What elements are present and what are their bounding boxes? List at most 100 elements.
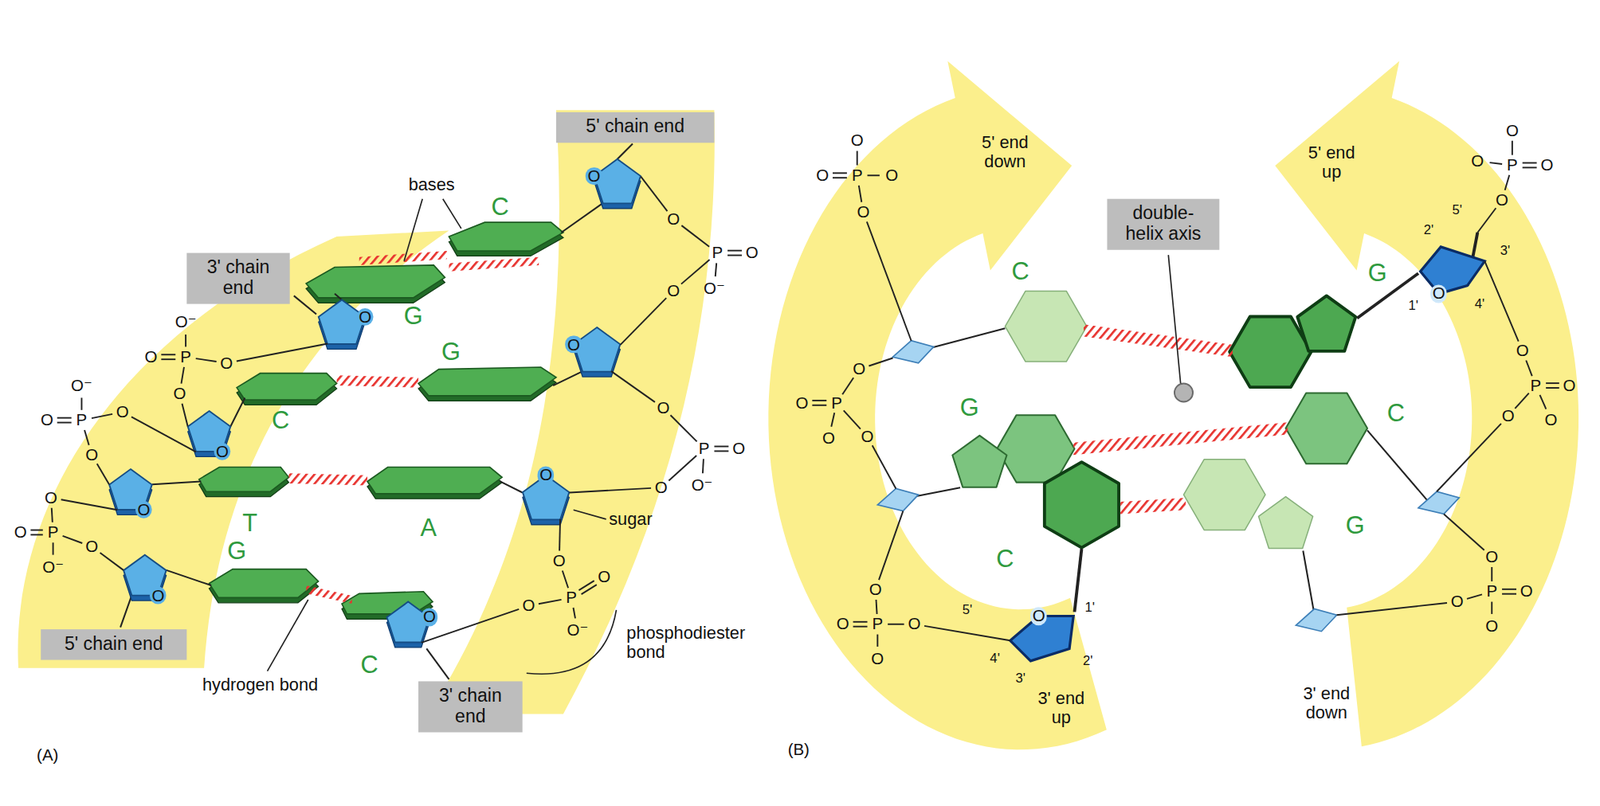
phosphate-bond <box>180 367 184 385</box>
hydrogen-bond-hatch <box>1073 422 1288 455</box>
phosphate-bond <box>858 185 862 203</box>
sugar-ring <box>877 247 1485 662</box>
phosphate-bond <box>866 221 912 341</box>
hydrogen-bond-hatch <box>1073 324 1288 514</box>
oxygen-atom: O <box>885 166 899 185</box>
phosphate-bond <box>30 141 1559 648</box>
ring-oxygen: O <box>135 501 153 520</box>
box-label: 3' chain end <box>200 257 277 299</box>
base-letter: C <box>1387 400 1405 428</box>
phosphate-bond <box>1466 594 1483 600</box>
oxygen-atom: O⁻ <box>703 279 726 299</box>
label-box: double-helix axis <box>1106 199 1220 251</box>
bond-line <box>230 397 245 427</box>
backbone-ribbon <box>17 109 714 714</box>
phosphate-bond <box>1525 360 1533 377</box>
phosphate-bond <box>30 529 43 532</box>
phosphate-bond <box>856 151 859 166</box>
leader-line <box>443 199 462 229</box>
phosphorus-atom: P <box>831 394 843 413</box>
carbon-number: 3' <box>1500 243 1510 259</box>
phosphorus-atom: P <box>180 348 192 367</box>
hydrogen-bond-hatch <box>448 257 539 272</box>
phosphate-bond <box>1477 207 1496 233</box>
base-slab <box>305 265 445 299</box>
phosphate-bond <box>57 417 72 420</box>
ring-oxygen: O <box>564 335 582 354</box>
base-letter: C <box>1011 258 1030 286</box>
base-letter: C <box>360 651 378 679</box>
oxygen-atom: O <box>666 282 680 301</box>
hydrogen-bond-hatch <box>288 473 368 486</box>
leader-line <box>267 199 1181 675</box>
bond-line <box>294 295 317 314</box>
phosphate-bond <box>569 488 651 494</box>
phosphorus-atom: P <box>1506 156 1518 175</box>
oxygen-atom: O <box>745 243 759 263</box>
carbon-number: 1' <box>1084 600 1095 616</box>
oxygen-atom: O <box>1563 376 1577 396</box>
phosphate-bond <box>1545 382 1560 385</box>
phosphate-bond <box>1490 162 1503 165</box>
leader-line <box>267 600 309 672</box>
base-letter: G <box>403 302 424 330</box>
sugar-ring <box>1418 491 1459 514</box>
oxygen-atom: O⁻ <box>175 313 197 332</box>
phosphate-bond <box>184 334 187 347</box>
ring-oxygen: O <box>585 167 603 186</box>
phosphate-bond <box>1490 567 1493 582</box>
phosphate-bond <box>131 416 197 452</box>
oxygen-atom: O <box>1485 617 1499 636</box>
phosphorus-atom: P <box>47 523 59 542</box>
base-letter: G <box>227 537 247 565</box>
hydrogen-bond-hatch <box>288 250 539 604</box>
oxygen-atom: O <box>85 537 99 557</box>
bracket <box>526 610 617 675</box>
phosphate-bond <box>670 415 697 442</box>
oxygen-atom: O <box>116 403 130 422</box>
base-slab <box>418 367 557 397</box>
base-letter: C <box>271 407 290 435</box>
oxygen-atom: O <box>1545 411 1558 430</box>
helix-axis-dot <box>1174 384 1193 403</box>
bond-line <box>908 232 1479 615</box>
phosphate-bond <box>868 357 893 366</box>
ring-oxygen: O <box>421 608 439 628</box>
callout-label: sugar <box>608 510 652 530</box>
leader-line <box>403 199 423 262</box>
phosphate-bond <box>727 250 742 252</box>
callout-label: bases <box>408 176 455 196</box>
base-letter: G <box>960 394 980 422</box>
phosphate-bond <box>61 499 118 510</box>
ring-oxygen: O <box>149 586 167 605</box>
phosphorus-atom: P <box>1529 376 1542 396</box>
hydrogen-bond-hatch <box>1083 324 1233 357</box>
ring-oxygen: O <box>537 466 555 485</box>
carbon-number: 5' <box>962 603 973 618</box>
phosphate-bond <box>562 570 569 589</box>
label-box: 5' chain end <box>556 112 714 143</box>
base-ring <box>1286 393 1368 465</box>
phosphate-bond <box>84 430 90 446</box>
oxygen-atom: O <box>836 615 850 634</box>
carbon-number: 4' <box>989 651 1000 667</box>
callout-label: hydrogen bond <box>202 676 318 696</box>
phosphate-bond <box>30 533 43 536</box>
phosphate-bond <box>1501 593 1517 596</box>
carbon-number: 4' <box>1474 296 1485 311</box>
phosphate-bond <box>713 446 729 448</box>
backbone-ribbon <box>17 230 449 668</box>
oxygen-atom: O <box>1540 156 1553 175</box>
bond-line <box>1356 273 1419 318</box>
box-label: 3' chain end <box>431 686 509 728</box>
bond-line <box>1367 430 1429 502</box>
oxygen-atom: O <box>1470 152 1484 171</box>
phosphate-bond <box>1522 162 1538 165</box>
oxygen-atom: O <box>907 615 921 634</box>
phosphate-bond <box>876 600 878 615</box>
phosphate-bond <box>1436 423 1502 492</box>
oxygen-atom: O <box>14 523 28 542</box>
phosphate-bond <box>1522 166 1538 169</box>
oxygen-atom: O <box>597 568 611 588</box>
